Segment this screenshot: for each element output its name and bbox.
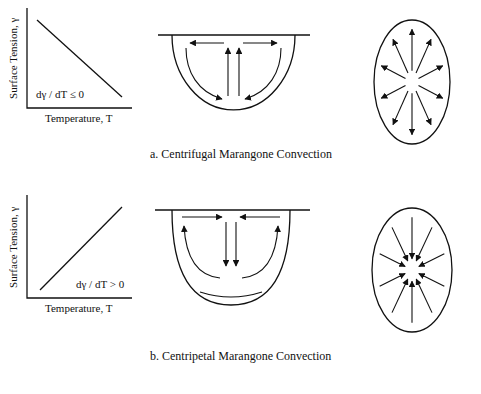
- caption: a. Centrifugal Marangone Convection: [150, 148, 332, 162]
- radial-arrow: [392, 227, 408, 261]
- formula-label: dγ / dT > 0: [76, 278, 124, 291]
- surface-line: [158, 34, 310, 35]
- pool-top-view: [372, 208, 452, 332]
- trend-line: [37, 20, 122, 97]
- radial-arrow: [393, 91, 408, 125]
- radial-arrow: [419, 273, 444, 286]
- radial-arrow: [381, 66, 405, 79]
- radial-arrows: [381, 29, 442, 134]
- axis-label: Temperature, T: [45, 112, 112, 125]
- pool-top-view: [374, 20, 450, 144]
- radial-arrow: [411, 29, 412, 71]
- radial-arrow: [416, 91, 431, 125]
- radial-arrow: [419, 85, 443, 98]
- radial-arrow: [381, 85, 405, 98]
- flow-arrows: [186, 43, 281, 99]
- radial-arrow: [411, 93, 412, 135]
- radial-arrows: [380, 217, 445, 322]
- radial-arrow: [392, 279, 408, 313]
- radial-arrow: [380, 273, 405, 286]
- pool-outline: [172, 210, 290, 305]
- graph-axes: [27, 8, 132, 108]
- trend-line: [40, 207, 122, 290]
- caption: b. Centripetal Marangone Convection: [150, 350, 331, 364]
- radial-arrow: [416, 279, 432, 313]
- radial-arrow: [380, 254, 405, 267]
- graph-axes: [27, 195, 132, 298]
- axis-label: Surface Tension, γ: [8, 17, 21, 98]
- radial-arrow: [416, 39, 431, 73]
- pool-outline: [172, 35, 295, 110]
- axis-label: Temperature, T: [45, 302, 112, 315]
- formula-label: dγ / dT ≤ 0: [36, 88, 84, 101]
- radial-arrow: [411, 281, 412, 323]
- flow-arrows: [182, 217, 280, 297]
- surface-line: [155, 209, 310, 210]
- radial-arrow: [416, 227, 432, 261]
- radial-arrow: [411, 217, 412, 259]
- radial-arrow: [393, 39, 408, 73]
- radial-arrow: [419, 254, 444, 267]
- radial-arrow: [419, 66, 443, 79]
- axis-label: Surface Tension, γ: [8, 206, 21, 287]
